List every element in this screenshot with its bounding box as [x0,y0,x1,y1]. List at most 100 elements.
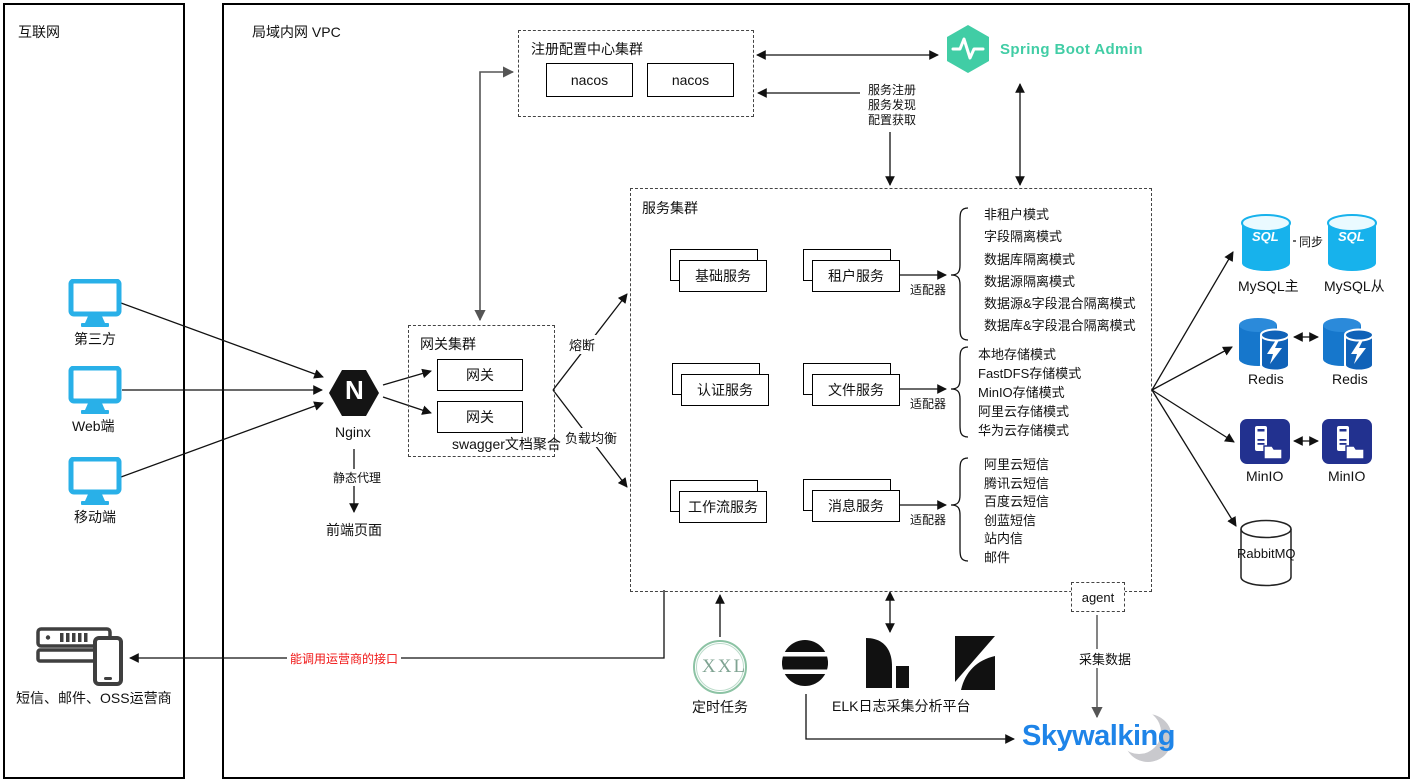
redis-icon [1323,318,1374,372]
brace-tenant-modes [950,207,969,341]
kibana-icon [955,636,995,690]
gateway-node: 网关 [437,359,523,391]
arrow-cluster-mysql [1151,251,1234,391]
operator-link-label: 能调用运营商的接口 [287,650,402,667]
tenant-mode-item: 非租户模式 [984,207,1050,222]
workflow-service-node: 工作流服务 [679,491,767,523]
tenant-mode-item: 数据库隔离模式 [984,251,1076,267]
message-service-node: 消息服务 [812,490,900,522]
xxl-job-icon [693,640,747,694]
file-mode-item: FastDFS存储模式 [978,366,1082,381]
arrow-thirdparty-nginx [120,302,324,379]
redis-left-label: Redis [1248,371,1284,387]
minio-icon [1240,419,1290,464]
tenant-mode-item: 字段隔离模式 [984,229,1063,245]
registry-ops-label: 服务注册 服务发现 配置获取 [868,83,916,128]
arrow-cluster-rabbitmq [1151,389,1237,527]
message-mode-item: 百度云短信 [984,494,1050,509]
elasticsearch-icon [782,640,828,686]
file-mode-item: MinIO存储模式 [978,385,1065,400]
basic-service-node: 基础服务 [679,260,767,292]
arrow-mobile-nginx [120,401,324,478]
redis-icon [1239,318,1290,372]
monitor-icon [68,457,122,505]
registry-cluster-box [518,30,754,117]
internet-panel-title: 互联网 [18,24,60,40]
file-mode-item: 华为云存储模式 [978,423,1070,438]
nginx-logo-letter: N [345,375,364,405]
client-mobile-label: 移动端 [74,509,116,525]
nacos-node: nacos [647,63,734,97]
agent-node: agent [1071,582,1125,612]
xxl-label: 定时任务 [692,699,748,715]
logstash-icon [866,638,909,688]
skywalking-logo: Skywalking [1022,720,1175,752]
file-mode-item: 本地存储模式 [978,347,1057,362]
load-balance-label: 负载均衡 [562,428,621,447]
registry-op: 服务注册 [868,83,917,97]
arrow-cluster-minio [1151,389,1235,443]
mysql-master-label: MySQL主 [1238,278,1299,294]
frontend-page-label: 前端页面 [326,522,382,538]
file-service-node: 文件服务 [812,374,900,406]
arrow-cluster-operator [129,590,665,663]
tenant-modes-list: 非租户模式 字段隔离模式 数据库隔离模式 数据源隔离模式 数据源&字段混合隔离模… [984,204,1136,338]
registry-cluster-title: 注册配置中心集群 [531,41,643,57]
minio-right-label: MinIO [1328,468,1366,484]
arrow-gateway-registry [474,66,515,322]
circuit-break-label: 熔断 [566,335,599,354]
monitor-icon [68,366,122,414]
nginx-label: Nginx [335,424,371,440]
nginx-icon [329,370,379,416]
monitor-icon [68,279,122,327]
adapter-label: 适配器 [910,283,947,297]
brace-message-modes [950,457,969,562]
rabbitmq-icon [1240,519,1292,587]
sync-label: 同步 [1296,233,1327,250]
client-third-party-label: 第三方 [74,331,116,347]
arrow-nginx-gateway1 [382,368,432,386]
nacos-node: nacos [546,63,633,97]
elk-label: ELK日志采集分析平台 [832,698,971,714]
operator-label: 短信、邮件、OSS运营商 [16,690,172,706]
redis-right-label: Redis [1332,371,1368,387]
vpc-panel-title: 局域内网 VPC [252,24,341,40]
arrow-elk-skywalking [805,694,1015,744]
service-cluster-title: 服务集群 [642,200,698,216]
message-mode-item: 邮件 [984,549,1011,565]
phone-icon [93,636,123,686]
registry-op: 服务发现 [868,98,917,112]
file-mode-item: 阿里云存储模式 [978,404,1070,419]
auth-service-node: 认证服务 [681,374,769,406]
arrow-nginx-gateway2 [382,396,432,415]
static-proxy-label: 静态代理 [330,469,385,486]
skywalking-crescent-icon [1118,710,1172,762]
message-mode-item: 站内信 [984,531,1024,546]
minio-left-label: MinIO [1246,468,1284,484]
tenant-mode-item: 数据源隔离模式 [984,273,1076,289]
registry-op: 配置获取 [868,113,917,127]
adapter-label: 适配器 [910,397,947,411]
message-mode-item: 阿里云短信 [984,457,1050,472]
sql-logo: SQL [1252,229,1279,244]
gateway-cluster-box [408,325,555,457]
xxl-logo-text: XXL [702,656,748,677]
minio-icon [1322,419,1372,464]
tenant-service-node: 租户服务 [812,260,900,292]
brace-file-modes [950,346,969,438]
tenant-mode-item: 数据源&字段混合隔离模式 [984,296,1136,312]
collect-data-label: 采集数据 [1076,649,1135,668]
spring-boot-admin-icon [947,25,989,73]
mysql-master-icon [1241,214,1291,271]
client-web-label: Web端 [72,418,115,434]
message-mode-item: 创蓝短信 [984,512,1037,528]
adapter-label: 适配器 [910,513,947,527]
file-modes-list: 本地存储模式 FastDFS存储模式 MinIO存储模式 阿里云存储模式 华为云… [978,345,1081,440]
arrow-cluster-redis [1151,346,1233,391]
gateway-cluster-title: 网关集群 [420,336,476,352]
sql-logo: SQL [1338,229,1365,244]
rabbitmq-label: RabbitMQ [1237,546,1296,561]
mysql-slave-label: MySQL从 [1324,278,1385,294]
tenant-mode-item: 数据库&字段混合隔离模式 [984,318,1136,334]
